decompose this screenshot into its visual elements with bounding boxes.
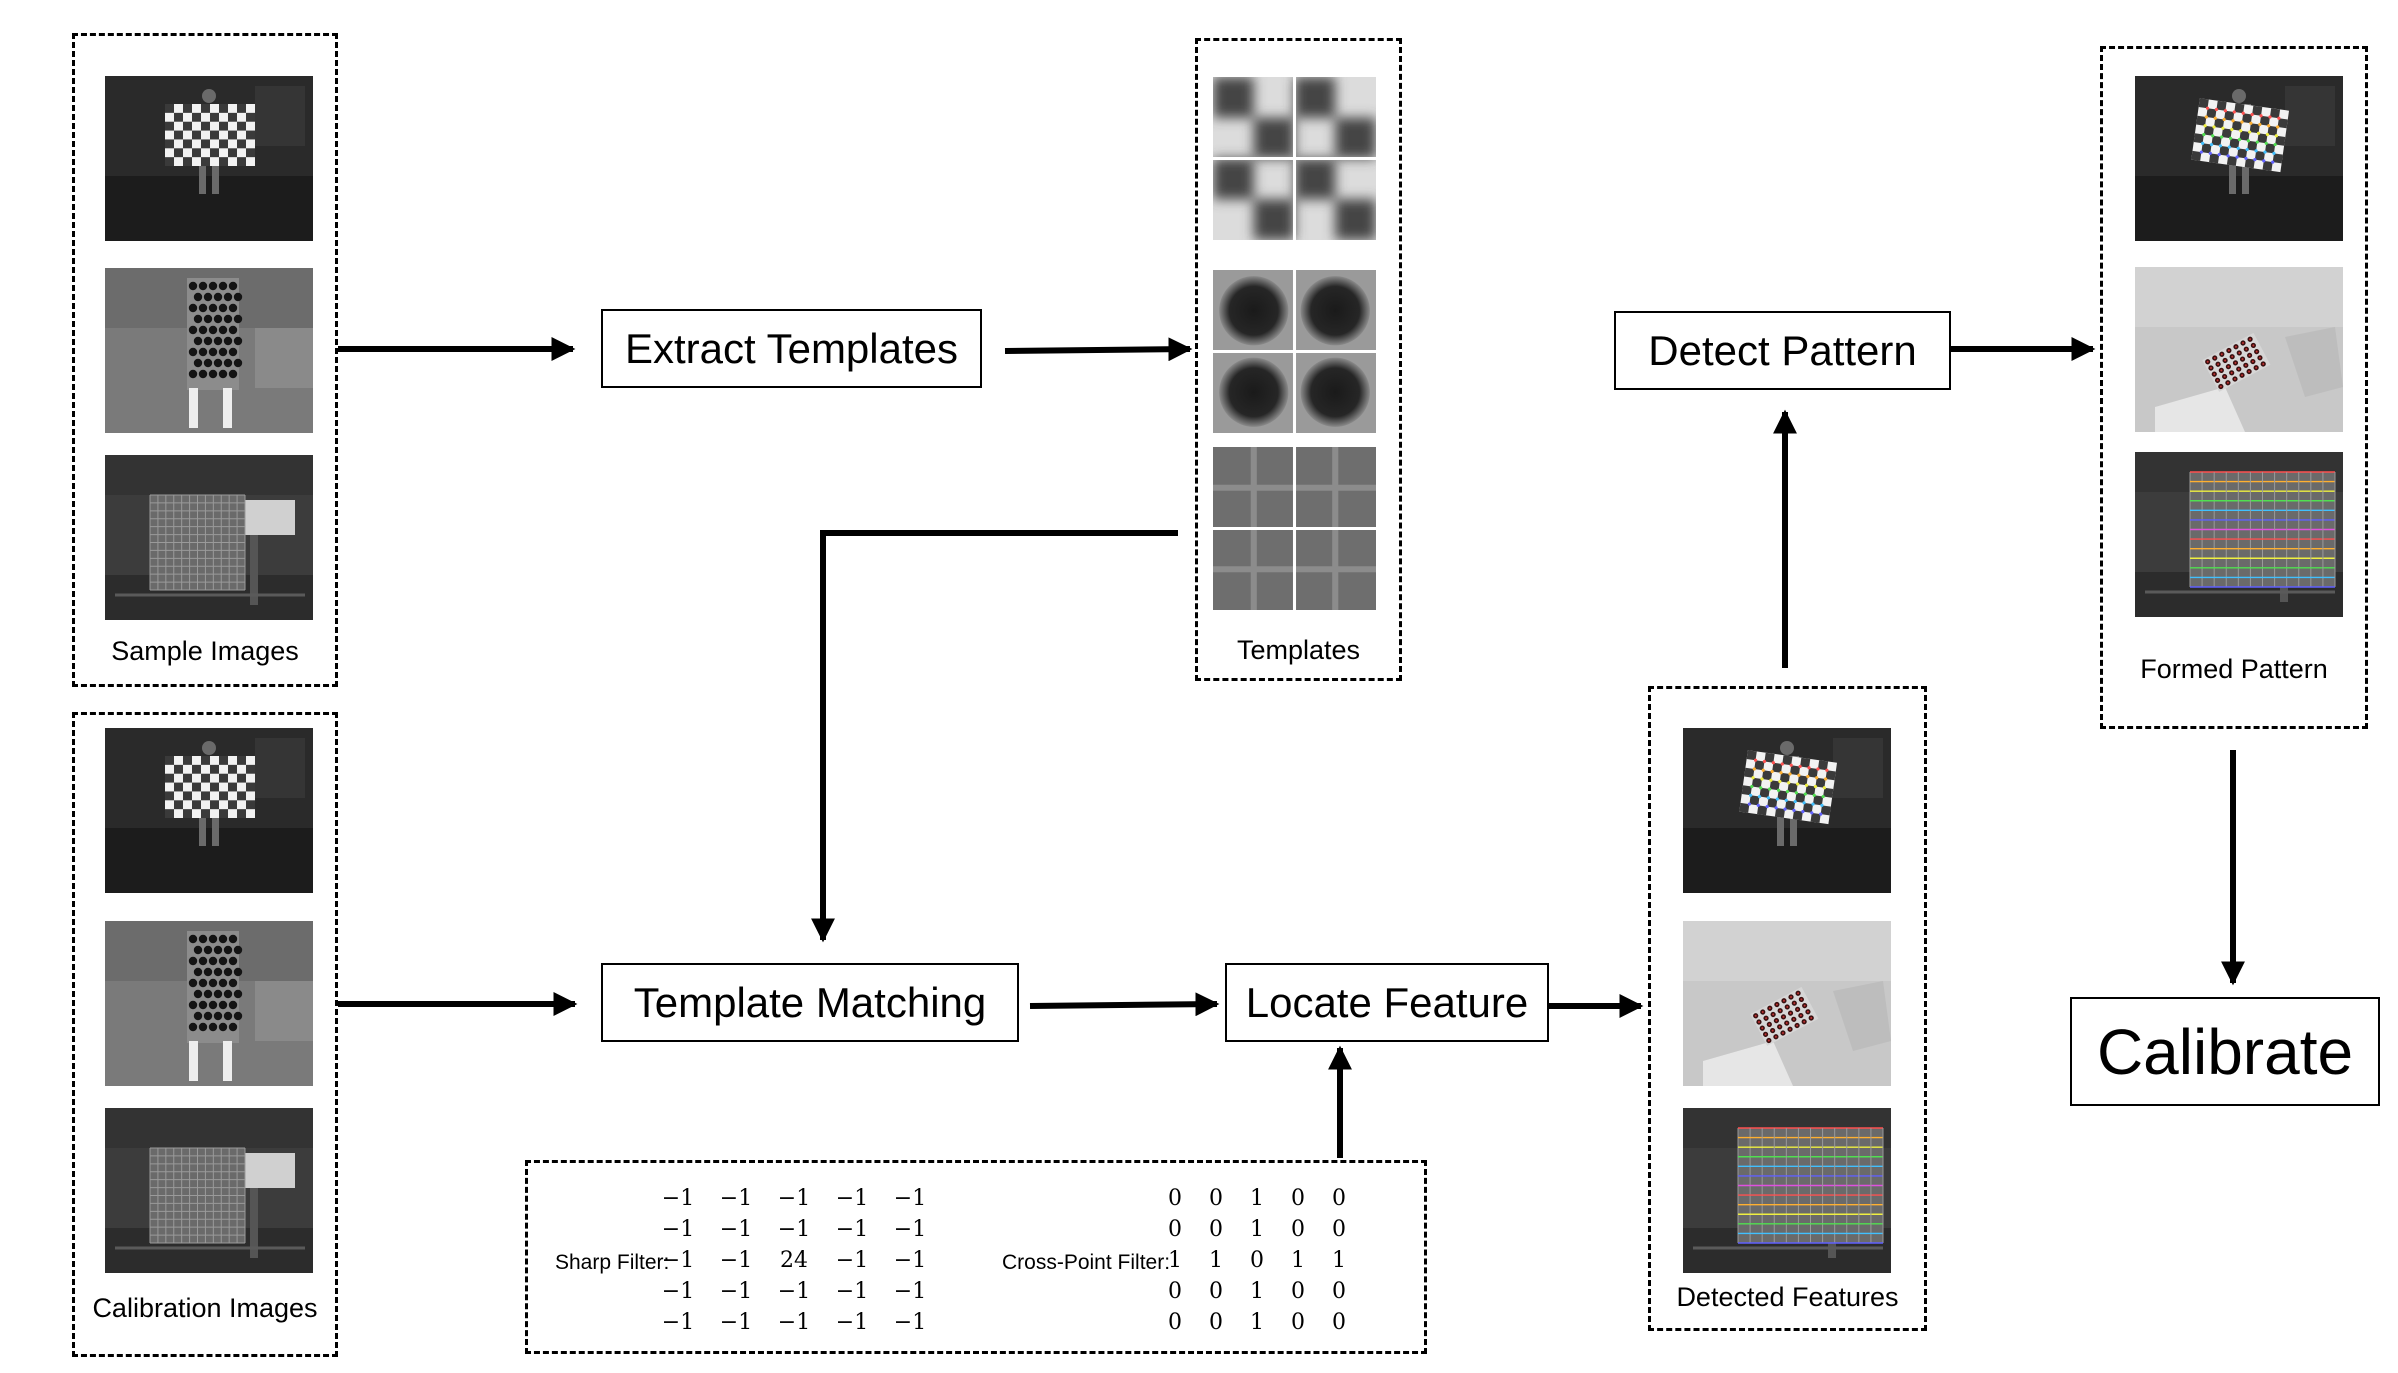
matrix-cell: 0 <box>1168 1279 1182 1304</box>
matrix-cell: 0 <box>1168 1310 1182 1335</box>
matrix-cell: 0 <box>1291 1186 1305 1211</box>
matrix-cell: −1 <box>661 1186 695 1211</box>
template-matching-label: Template Matching <box>633 978 987 1026</box>
extract-templates-label: Extract Templates <box>624 324 959 372</box>
calibration-images-group <box>72 712 338 1357</box>
detected-features-caption: Detected Features <box>1676 1282 1899 1312</box>
templates-group <box>1195 38 1402 681</box>
detected-image-circles <box>1683 921 1891 1086</box>
matrix-cell: 1 <box>1291 1248 1305 1273</box>
matrix-cell: −1 <box>835 1217 869 1242</box>
filters-group <box>525 1160 1427 1354</box>
matrix-cell: 0 <box>1332 1279 1346 1304</box>
matrix-cell: −1 <box>777 1186 811 1211</box>
templates-caption: Templates <box>1236 635 1361 665</box>
matrix-cell: 0 <box>1332 1186 1346 1211</box>
sample-image-circle-grid <box>105 268 313 433</box>
matrix-cell: 1 <box>1332 1248 1346 1273</box>
matrix-cell: −1 <box>661 1217 695 1242</box>
detected-image-checkerboard <box>1683 728 1891 893</box>
matrix-cell: −1 <box>835 1279 869 1304</box>
sample-image-line-grid <box>105 455 313 620</box>
detect-pattern-box: Detect Pattern <box>1614 311 1951 390</box>
matrix-cell: −1 <box>777 1310 811 1335</box>
matrix-cell: 0 <box>1332 1310 1346 1335</box>
matrix-cell: −1 <box>719 1186 753 1211</box>
locate-feature-label: Locate Feature <box>1245 978 1529 1026</box>
formed-image-lines <box>2135 452 2343 617</box>
calibration-image-line-grid <box>105 1108 313 1273</box>
matrix-cell: 1 <box>1250 1279 1264 1304</box>
matrix-cell: 0 <box>1209 1186 1223 1211</box>
matrix-cell: −1 <box>835 1248 869 1273</box>
matrix-cell: −1 <box>719 1248 753 1273</box>
cross-point-filter-label: Cross-Point Filter: <box>1002 1251 1171 1274</box>
detect-pattern-label: Detect Pattern <box>1648 326 1917 374</box>
matrix-cell: −1 <box>893 1248 927 1273</box>
matrix-cell: −1 <box>893 1217 927 1242</box>
arrow-matching-to-locate <box>1029 992 1220 1017</box>
arrow-templates-to-matching <box>811 530 1178 943</box>
formed-image-circles <box>2135 267 2343 432</box>
matrix-cell: 1 <box>1209 1248 1223 1273</box>
sample-images-caption: Sample Images <box>111 636 299 666</box>
calibration-image-checkerboard <box>105 728 313 893</box>
formed-pattern-caption: Formed Pattern <box>2140 654 2328 684</box>
calibrate-label: Calibrate <box>2096 1015 2354 1088</box>
template-cross-lines <box>1213 447 1376 610</box>
detected-image-lines <box>1683 1108 1891 1273</box>
matrix-cell: −1 <box>777 1217 811 1242</box>
matrix-cell: −1 <box>893 1310 927 1335</box>
sharp-filter-label: Sharp Filter: <box>555 1251 670 1274</box>
matrix-cell: −1 <box>661 1310 695 1335</box>
matrix-cell: 1 <box>1250 1217 1264 1242</box>
matrix-cell: −1 <box>719 1310 753 1335</box>
matrix-cell: 0 <box>1168 1186 1182 1211</box>
matrix-cell: 0 <box>1332 1217 1346 1242</box>
extract-templates-box: Extract Templates <box>601 309 982 388</box>
matrix-cell: −1 <box>893 1279 927 1304</box>
sample-images-group <box>72 33 338 687</box>
matrix-cell: 0 <box>1250 1248 1264 1273</box>
matrix-cell: 0 <box>1209 1217 1223 1242</box>
matrix-cell: −1 <box>835 1186 869 1211</box>
matrix-cell: 1 <box>1250 1310 1264 1335</box>
calibration-image-circle-grid <box>105 921 313 1086</box>
matrix-cell: 0 <box>1291 1310 1305 1335</box>
template-circles <box>1213 270 1376 433</box>
matrix-cell: 24 <box>780 1248 808 1273</box>
matrix-cell: −1 <box>835 1310 869 1335</box>
matrix-cell: −1 <box>661 1279 695 1304</box>
matrix-cell: 0 <box>1209 1310 1223 1335</box>
matrix-cell: 0 <box>1209 1279 1223 1304</box>
calibrate-box: Calibrate <box>2070 997 2380 1106</box>
sample-image-checkerboard <box>105 76 313 241</box>
matrix-cell: 0 <box>1168 1217 1182 1242</box>
matrix-cell: −1 <box>777 1279 811 1304</box>
template-matching-box: Template Matching <box>601 963 1019 1042</box>
formed-image-checkerboard <box>2135 76 2343 241</box>
matrix-cell: 0 <box>1291 1217 1305 1242</box>
template-checkerboard <box>1213 77 1376 240</box>
calibration-images-caption: Calibration Images <box>92 1293 318 1323</box>
detected-features-group <box>1648 686 1927 1331</box>
formed-pattern-group <box>2100 46 2368 729</box>
matrix-cell: 0 <box>1291 1279 1305 1304</box>
locate-feature-box: Locate Feature <box>1225 963 1549 1042</box>
arrow-extract-to-templates <box>1004 337 1193 362</box>
matrix-cell: −1 <box>719 1279 753 1304</box>
matrix-cell: 1 <box>1250 1186 1264 1211</box>
matrix-cell: 1 <box>1168 1248 1182 1273</box>
matrix-cell: −1 <box>661 1248 695 1273</box>
matrix-cell: −1 <box>893 1186 927 1211</box>
matrix-cell: −1 <box>719 1217 753 1242</box>
